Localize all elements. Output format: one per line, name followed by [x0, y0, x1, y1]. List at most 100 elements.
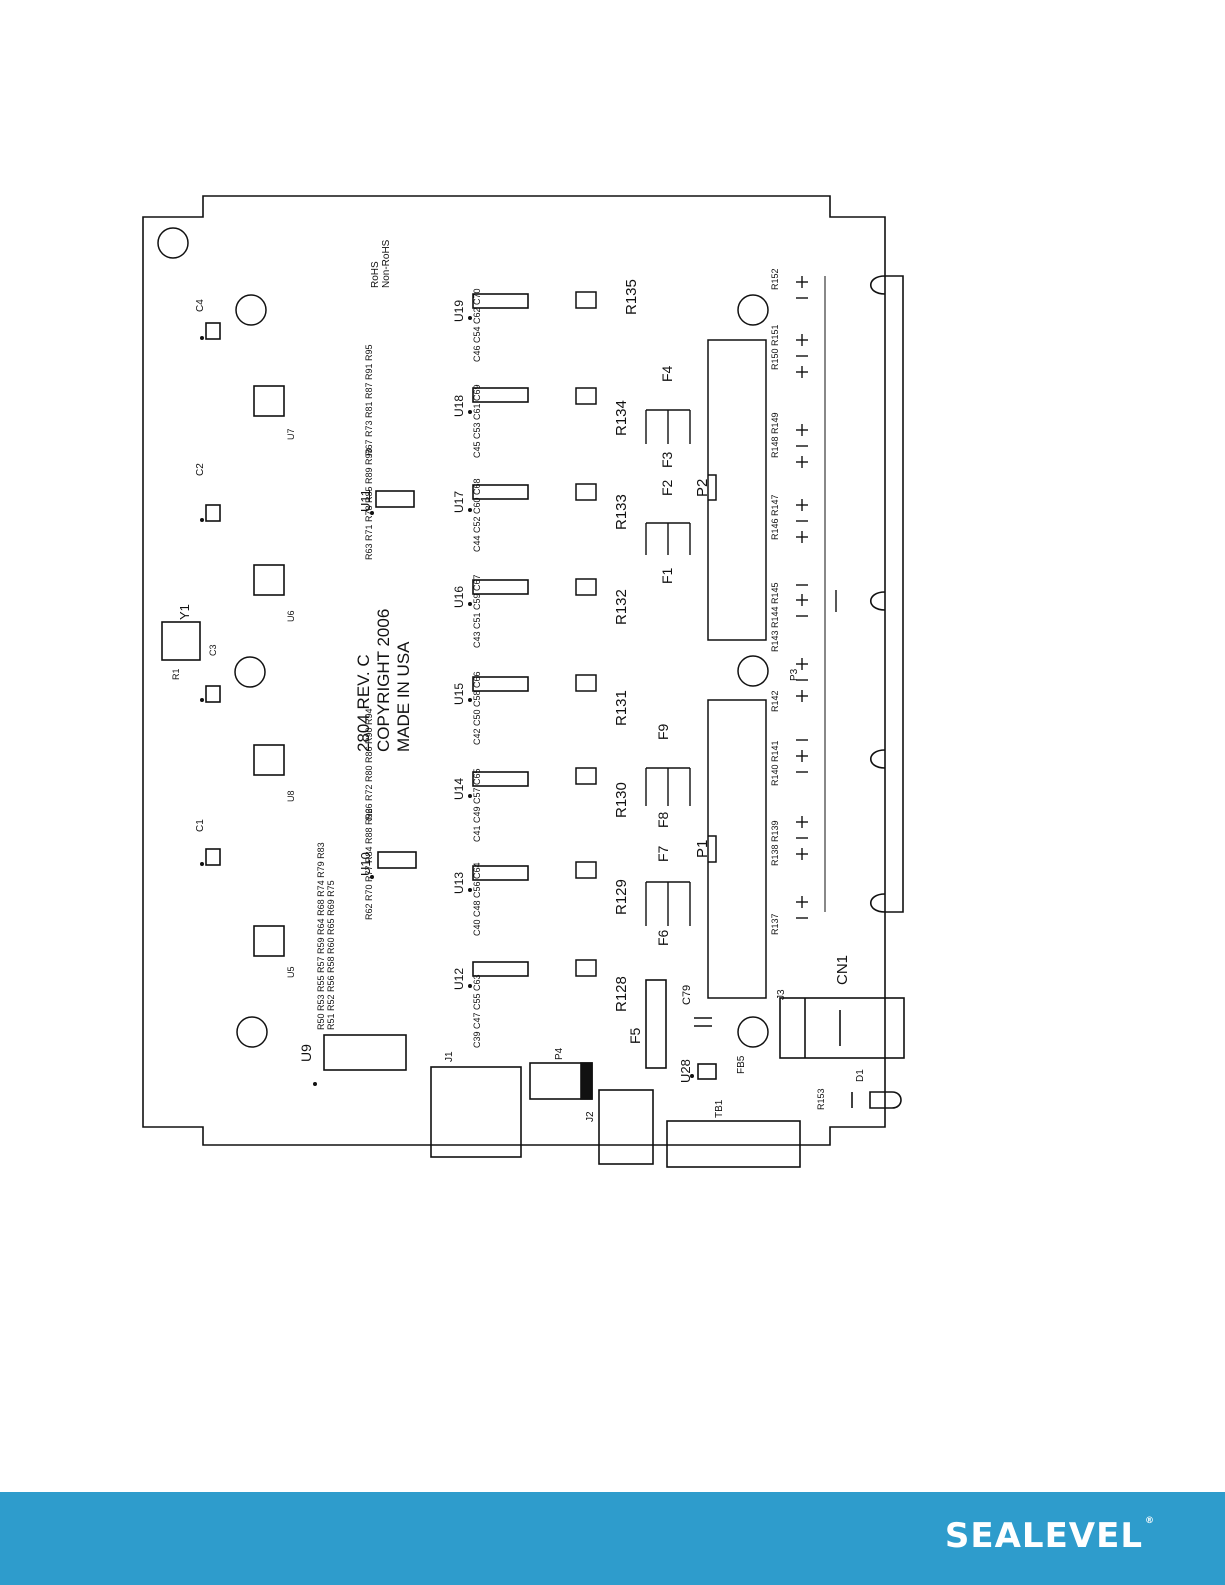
terminal-label: R138 R139 — [770, 820, 780, 866]
component-label: U9 — [298, 1044, 314, 1062]
mounting-holes — [157, 227, 769, 1048]
terminal-label: R146 R147 — [770, 494, 780, 540]
component-label: C3 — [208, 644, 218, 656]
cap-column: C44 C52 C60 C68 — [472, 478, 482, 552]
connector-label-p1: P1 — [694, 840, 711, 858]
fuse-label: F9 — [655, 723, 671, 740]
cap-column: C39 C47 C55 C63 — [472, 974, 482, 1048]
component-label: U5 — [286, 966, 296, 978]
fuse-label: F6 — [655, 929, 671, 946]
ic-label: U14 — [452, 778, 466, 800]
component-label: Y1 — [177, 604, 192, 620]
component-label: U6 — [286, 610, 296, 622]
connector-label-j2: J2 — [585, 1111, 596, 1122]
connector-label-cn1: CN1 — [834, 955, 851, 985]
terminal-label: R142 — [770, 690, 780, 712]
resistor-column-labels: R62 R70 R77 R84 R88 R92 R66 R72 R80 R86 … — [316, 344, 374, 1030]
connector-label-d1: D1 — [855, 1069, 866, 1082]
connector-label-fb5: FB5 — [736, 1055, 747, 1074]
cap-column: C45 C53 C61 C69 — [472, 384, 482, 458]
terminal-label: R140 R141 — [770, 740, 780, 786]
small-ics — [575, 291, 597, 977]
circuit-board-diagram: R128 R129 R130 R131 R132 R133 R134 R135 … — [142, 195, 905, 1168]
rohs-line: Non-RoHS — [381, 239, 392, 288]
bottom-connectors — [430, 979, 905, 1168]
component-label: C79 — [681, 985, 693, 1005]
terminal-label: R137 — [770, 913, 780, 935]
component-label: U28 — [678, 1059, 693, 1083]
resistor-column: R66 R72 R80 R86 R90 R94 — [364, 708, 374, 820]
sealevel-logo: SEALEVEL® — [945, 1516, 1155, 1556]
component-label: C4 — [195, 299, 206, 312]
resistor-column: R62 R70 R77 R84 R88 R92 — [364, 808, 374, 920]
terminal-resistor-labels: R137 R138 R139 R140 R141 R142 R143 R144 … — [770, 268, 826, 1110]
resistor-label: R132 — [613, 589, 630, 625]
header-p2 — [707, 339, 767, 641]
terminal-label: R153 — [816, 1088, 826, 1110]
fuse-label: F2 — [659, 479, 675, 496]
resistor-label: R130 — [613, 782, 630, 818]
fuses — [645, 409, 691, 926]
cap-column: C43 C51 C59 C67 — [472, 574, 482, 648]
component-label: R1 — [171, 668, 181, 680]
logo-text: SEALEVEL — [944, 1516, 1143, 1556]
component-label: U8 — [286, 790, 296, 802]
resistor-label: R133 — [613, 494, 630, 530]
resistor-label: R134 — [613, 400, 630, 436]
connector-label-tb1: TB1 — [714, 1099, 725, 1118]
connector-label-p4: P4 — [554, 1047, 565, 1060]
cap-column: C46 C54 C62 C70 — [472, 288, 482, 362]
ic-label: U17 — [452, 491, 466, 513]
resistor-column: R67 R73 R81 R87 R91 R95 — [364, 344, 374, 456]
title-line: 2804 REV. C — [354, 654, 373, 752]
connector-label-p3: P3 — [789, 668, 800, 681]
resistor-label: R128 — [613, 976, 630, 1012]
ic-label: U15 — [452, 683, 466, 705]
resistor-label: R135 — [623, 279, 640, 315]
terminal-marks — [796, 276, 837, 919]
title-block: 2804 REV. C COPYRIGHT 2006 MADE IN USA — [354, 609, 413, 752]
component-label: U7 — [286, 428, 296, 440]
cap-column: C40 C48 C56 C64 — [472, 862, 482, 936]
board-outline — [142, 195, 886, 1146]
resistor-column: R50 R53 R55 R57 R59 R64 R68 R74 R79 R83 — [316, 842, 326, 1030]
ic-label: U19 — [452, 300, 466, 322]
terminal-label: R148 R149 — [770, 412, 780, 458]
fuse-label: F4 — [659, 365, 675, 382]
component-label: U10 — [358, 852, 373, 876]
fuse-label: F3 — [659, 451, 675, 468]
title-line: MADE IN USA — [394, 641, 413, 752]
component-label: C1 — [195, 819, 206, 832]
connector-label-j1: J1 — [444, 1051, 455, 1062]
fuse-label: F5 — [627, 1027, 643, 1044]
terminal-label: R150 R151 — [770, 324, 780, 370]
resistor-column: R51 R52 R56 R58 R60 R65 R69 R75 — [326, 880, 336, 1030]
rohs-block: RoHS Non-RoHS — [370, 239, 392, 288]
fuse-label: F8 — [655, 811, 671, 828]
big-resistor-labels: R128 R129 R130 R131 R132 R133 R134 R135 — [613, 279, 640, 1012]
component-label: U11 — [358, 489, 373, 512]
rohs-line: RoHS — [370, 261, 381, 288]
ic-label: U13 — [452, 872, 466, 894]
connector-label-j3: J3 — [776, 989, 787, 1000]
terminal-label: R152 — [770, 268, 780, 290]
cap-column-labels: C39 C47 C55 C63 C40 C48 C56 C64 C41 C49 … — [472, 288, 482, 1048]
ic-label: U18 — [452, 395, 466, 417]
pin-dots — [200, 316, 694, 1086]
ic-label: U16 — [452, 586, 466, 608]
cap-column: C41 C49 C57 C65 — [472, 768, 482, 842]
resistor-label: R131 — [613, 690, 630, 726]
edge-connector — [824, 275, 904, 913]
terminal-label: R143 R144 R145 — [770, 582, 780, 652]
footer-band: SEALEVEL® — [0, 1492, 1225, 1585]
line-drivers — [472, 293, 529, 977]
resistor-label: R129 — [613, 879, 630, 915]
uart-chips — [161, 322, 417, 1071]
connector-label-p2: P2 — [694, 479, 711, 497]
fuse-label: F7 — [655, 845, 671, 862]
header-p1 — [707, 699, 767, 999]
component-label: C2 — [195, 463, 206, 476]
fuse-label: F1 — [659, 567, 675, 584]
resistor-column: R63 R71 R78 R85 R89 R93 — [364, 448, 374, 560]
ic-label: U12 — [452, 968, 466, 990]
